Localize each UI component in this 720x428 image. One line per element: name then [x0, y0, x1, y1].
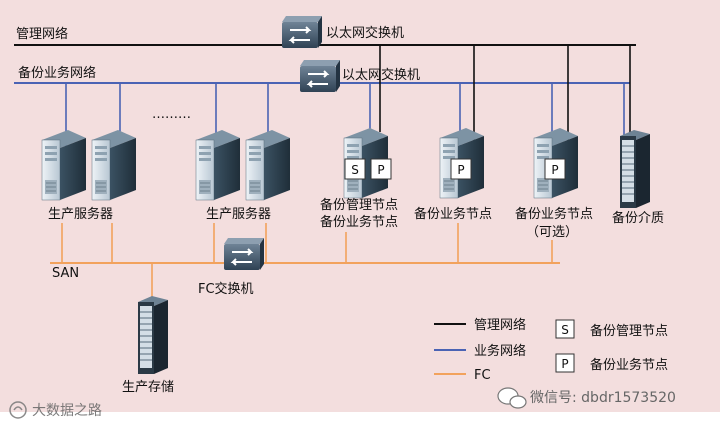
- backup-business-label: 备份业务节点: [414, 206, 492, 222]
- badge-p-business: P: [450, 158, 472, 180]
- watermark-right-text: 微信号: dbdr1573520: [530, 390, 676, 406]
- management-network-label: 管理网络: [16, 26, 68, 42]
- fc-drops: [61, 223, 553, 300]
- svg-text:P: P: [551, 163, 558, 177]
- svg-text:P: P: [561, 357, 568, 371]
- legend-p-label: 备份业务节点: [590, 357, 668, 373]
- svg-text:S: S: [351, 163, 359, 177]
- badge-p-mgmt: P: [370, 158, 392, 180]
- fc-switch-icon: [223, 237, 265, 271]
- legend: 管理网络 业务网络 FC S 备份管理节点 P 备份业务节点: [434, 317, 668, 383]
- backup-media-icon: [619, 129, 651, 209]
- backup-media-label: 备份介质: [612, 210, 664, 226]
- watermark-left: 大数据之路: [9, 401, 102, 419]
- production-storage-label: 生产存储: [122, 380, 174, 395]
- backup-mgmt-label-line1: 备份管理节点: [320, 197, 398, 213]
- watermark-left-text: 大数据之路: [32, 403, 102, 419]
- svg-text:S: S: [561, 323, 569, 337]
- svg-text:P: P: [457, 163, 464, 177]
- backup-optional-label-line1: 备份业务节点: [515, 206, 593, 222]
- badge-s-mgmt: S: [344, 158, 366, 180]
- production-server-1-icon: [41, 129, 87, 201]
- legend-s-label: 备份管理节点: [590, 323, 668, 339]
- ellipsis: ………: [152, 107, 191, 122]
- legend-business-label: 业务网络: [474, 343, 526, 359]
- ethernet-switch-second-icon: [299, 59, 341, 93]
- backup-mgmt-label-line2: 备份业务节点: [320, 214, 398, 230]
- san-label: SAN: [52, 266, 79, 281]
- watermark-right: 微信号: dbdr1573520: [497, 387, 676, 409]
- legend-fc-label: FC: [474, 368, 491, 383]
- production-storage-icon: [137, 295, 169, 375]
- ethernet-switch-second-label: 以太网交换机: [342, 67, 420, 83]
- production-server-3-icon: [195, 129, 241, 201]
- ethernet-switch-top-icon: [281, 15, 323, 49]
- business-network-label: 备份业务网络: [18, 65, 96, 81]
- fc-switch-label: FC交换机: [198, 281, 254, 297]
- diagram-background: [0, 0, 720, 412]
- production-server-2-icon: [91, 129, 137, 201]
- servers-group1-label: 生产服务器: [48, 206, 113, 222]
- backup-optional-label-line2: （可选）: [526, 225, 578, 240]
- svg-text:P: P: [377, 163, 384, 177]
- legend-management-label: 管理网络: [474, 317, 526, 333]
- badge-p-optional: P: [544, 158, 566, 180]
- ethernet-switch-top-label: 以太网交换机: [326, 25, 404, 41]
- production-server-4-icon: [245, 129, 291, 201]
- servers-group2-label: 生产服务器: [206, 206, 271, 222]
